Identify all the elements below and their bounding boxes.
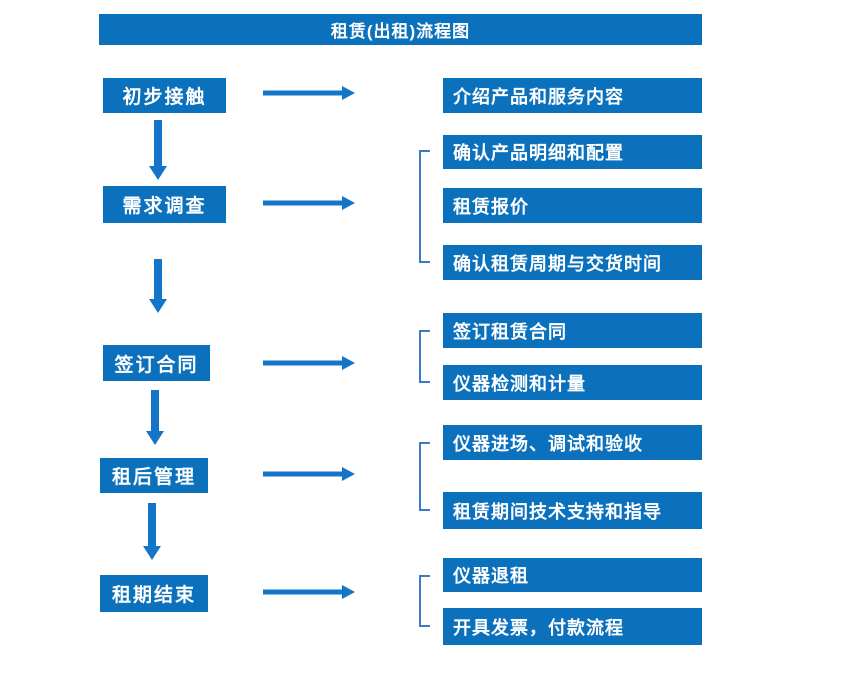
arrow-right-icon (263, 467, 355, 481)
stage-box-demand-survey: 需求调查 (103, 186, 226, 223)
arrow-right-icon (263, 356, 355, 370)
detail-box-rental-quote: 租赁报价 (443, 188, 702, 223)
detail-box-instrument-return: 仪器退租 (443, 558, 702, 592)
detail-box-instrument-setup-acceptance: 仪器进场、调试和验收 (443, 425, 702, 460)
arrow-right-icon (263, 585, 355, 599)
detail-box-sign-rental-contract: 签订租赁合同 (443, 313, 702, 348)
group-bracket (419, 442, 430, 511)
detail-box-confirm-period-delivery: 确认租赁周期与交货时间 (443, 245, 702, 280)
stage-box-post-rental-management: 租后管理 (100, 458, 208, 493)
detail-box-tech-support: 租赁期间技术支持和指导 (443, 492, 702, 529)
stage-box-initial-contact: 初步接触 (103, 78, 226, 113)
group-bracket (419, 330, 430, 383)
group-bracket (419, 150, 430, 263)
detail-box-instrument-inspection: 仪器检测和计量 (443, 365, 702, 400)
stage-box-sign-contract: 签订合同 (103, 345, 210, 381)
detail-box-invoice-payment: 开具发票，付款流程 (443, 608, 702, 645)
detail-box-introduce-products: 介绍产品和服务内容 (443, 78, 702, 113)
arrow-right-icon (263, 86, 355, 100)
detail-box-confirm-details-config: 确认产品明细和配置 (443, 135, 702, 169)
arrow-down-icon (143, 503, 161, 560)
stage-box-rental-end: 租期结束 (100, 575, 208, 612)
arrow-down-icon (149, 259, 167, 313)
arrow-down-icon (146, 390, 164, 445)
arrow-down-icon (149, 120, 167, 180)
arrow-right-icon (263, 196, 355, 210)
group-bracket (419, 575, 430, 627)
page-title: 租赁(出租)流程图 (99, 14, 702, 45)
